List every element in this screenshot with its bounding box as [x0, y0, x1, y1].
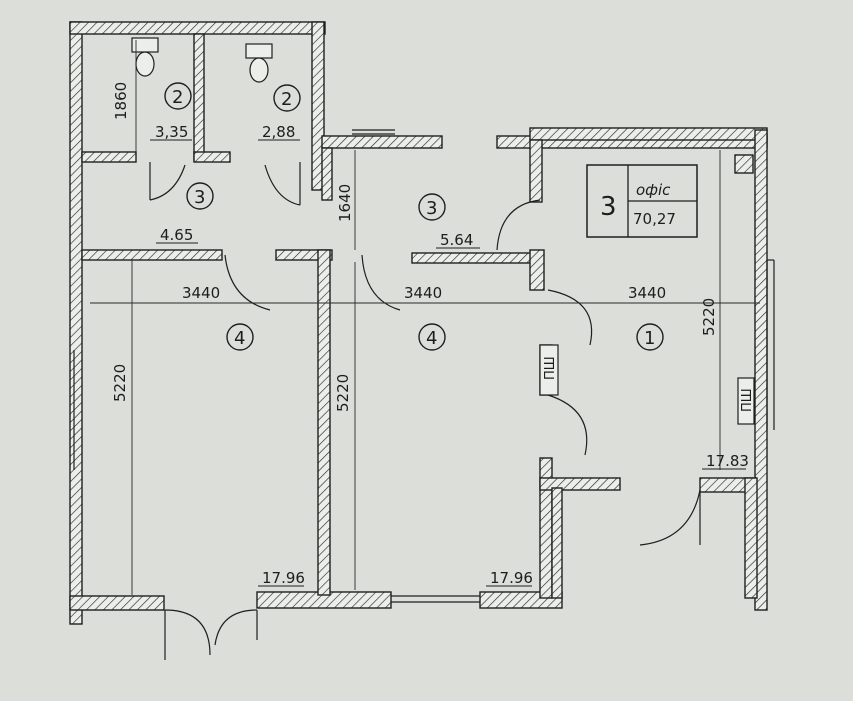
wall-top-mid: [321, 135, 443, 149]
office-badge: 3 офіс 70,27: [586, 164, 698, 238]
dimension-lines: [90, 40, 760, 595]
room-area-hall-left: 4.65: [160, 226, 193, 244]
room-number-room-right: 1: [644, 328, 655, 349]
wall-room4-divider: [317, 249, 331, 596]
room-area-room-right: 17.83: [706, 452, 749, 470]
room-number-room-left: 4: [234, 328, 245, 349]
wall-wc-right: [311, 21, 325, 191]
room-area-room-left: 17.96: [262, 569, 305, 587]
room-number-hall-left: 3: [194, 187, 205, 208]
dim-wc-height: 1860: [112, 82, 130, 120]
dim-height-mid: 5220: [334, 374, 352, 412]
shaft: ПШ: [737, 377, 755, 425]
dim-height-right: 5220: [700, 298, 718, 336]
shaft-label: ПШ: [543, 356, 558, 380]
wall-wc2-front: [193, 151, 231, 163]
wall-wc1-front: [81, 151, 137, 163]
wall-hall-mid-bottom: [411, 252, 533, 264]
room-area-wc-right: 2,88: [262, 123, 295, 141]
room-area-room-mid: 17.96: [490, 569, 533, 587]
dim-height-left: 5220: [111, 364, 129, 402]
wall-hall-left-bottom2: [275, 249, 333, 261]
wall-hall-left-bottom: [81, 249, 223, 261]
room-number-wc-left: 2: [172, 87, 183, 108]
windows: [73, 129, 775, 603]
wall-top-wc: [69, 21, 326, 35]
room-area-wc-left: 3,35: [155, 123, 188, 141]
room-markers: [164, 82, 664, 351]
dim-width-mid: 3440: [404, 284, 442, 302]
wall-outer-left: [69, 21, 83, 625]
shaft-label: ПШ: [740, 388, 755, 412]
room-number-hall-mid: 3: [426, 198, 437, 219]
column-top-right: [734, 154, 754, 174]
wall-recess-top: [539, 477, 621, 491]
wall-recess-right: [744, 477, 758, 599]
room-number-wc-right: 2: [281, 89, 292, 110]
toilet-icon: [245, 43, 273, 83]
wall-wc-partition: [193, 33, 205, 161]
wall-room1-left-mid: [529, 249, 545, 291]
wall-top-right-step: [529, 127, 768, 141]
office-word: офіс: [636, 181, 671, 199]
wall-bottom-left: [69, 595, 165, 611]
dim-hall-height: 1640: [336, 184, 354, 222]
walls: [69, 21, 768, 625]
shaft: ПШ: [539, 344, 559, 396]
dim-width-right: 3440: [628, 284, 666, 302]
wall-recess-left: [551, 487, 563, 599]
wall-room1-left-top: [529, 139, 543, 203]
doors: [149, 162, 701, 660]
room-number-room-mid: 4: [426, 328, 437, 349]
room-area-hall-mid: 5.64: [440, 231, 473, 249]
dim-width-left: 3440: [182, 284, 220, 302]
office-number: 3: [600, 192, 617, 222]
wall-hall-mid-left: [321, 147, 333, 201]
office-area: 70,27: [633, 210, 676, 228]
toilet-icon: [131, 37, 159, 77]
